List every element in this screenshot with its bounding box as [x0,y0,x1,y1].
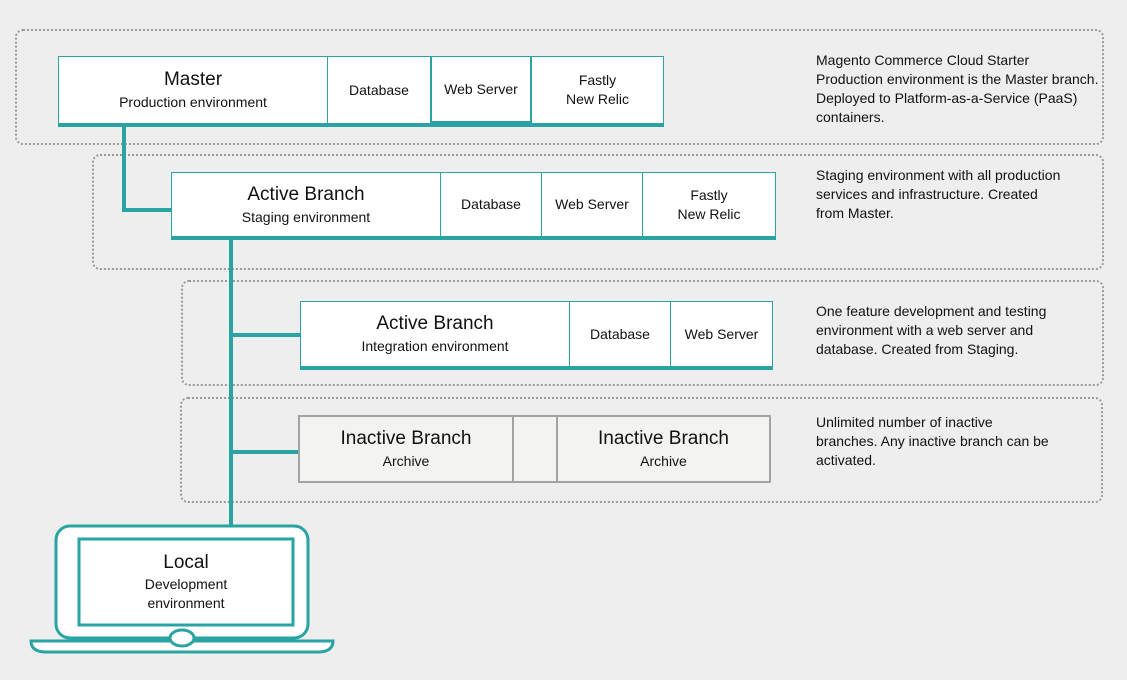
production-group [15,29,1104,145]
inactive-environments[interactable]: Inactive Branch Archive Inactive Branch … [298,415,771,483]
master-environment[interactable]: Master Production environment Database W… [58,56,664,127]
local-title: Local [163,552,209,573]
inactive-branch-2-title: Inactive Branch [598,428,729,449]
inactive-group [180,397,1103,503]
local-subtitle: Development environment [144,576,228,611]
master-title-cell: Master Production environment [59,57,327,123]
inactive-spacer [512,417,556,481]
integration-webserver-cell: Web Server [670,302,772,366]
trunk-connector [229,238,233,527]
master-subtitle: Production environment [119,94,267,110]
staging-webserver-cell: Web Server [541,173,642,236]
staging-subtitle: Staging environment [241,208,371,225]
staging-description: Staging environment with all production … [816,167,1061,221]
master-title: Master [163,69,223,90]
integration-title: Active Branch [376,313,494,334]
inactive-branch-1[interactable]: Inactive Branch Archive [300,417,512,481]
master-fastly-cell: Fastly New Relic [531,57,663,123]
staging-title: Active Branch [247,183,365,205]
integration-group [181,280,1104,386]
master-connector [122,124,126,212]
integration-connector [229,333,301,337]
inactive-branch-2-subtitle: Archive [640,453,687,469]
staging-group [92,154,1104,270]
local-environment[interactable]: Local Development environment [80,540,292,624]
staging-database-cell: Database [440,173,541,236]
inactive-description: Unlimited number of inactive branches. A… [816,414,1049,468]
integration-description: One feature development and testing envi… [816,303,1047,357]
inactive-connector [229,450,299,454]
master-database-cell: Database [327,57,430,123]
master-webserver-cell: Web Server [430,57,531,123]
integration-database-cell: Database [569,302,670,366]
integration-environment[interactable]: Active Branch Integration environment Da… [300,301,773,370]
staging-title-cell: Active Branch Staging environment [172,173,440,236]
inactive-branch-2[interactable]: Inactive Branch Archive [556,417,769,481]
integration-subtitle: Integration environment [361,338,509,354]
integration-title-cell: Active Branch Integration environment [301,302,569,366]
staging-fastly-cell: Fastly New Relic [642,173,775,236]
master-description: Magento Commerce Cloud Starter Productio… [816,52,1099,125]
staging-environment[interactable]: Active Branch Staging environment Databa… [171,172,776,240]
inactive-branch-1-subtitle: Archive [382,453,430,469]
inactive-branch-1-title: Inactive Branch [340,428,472,449]
master-to-staging-connector [122,208,172,212]
